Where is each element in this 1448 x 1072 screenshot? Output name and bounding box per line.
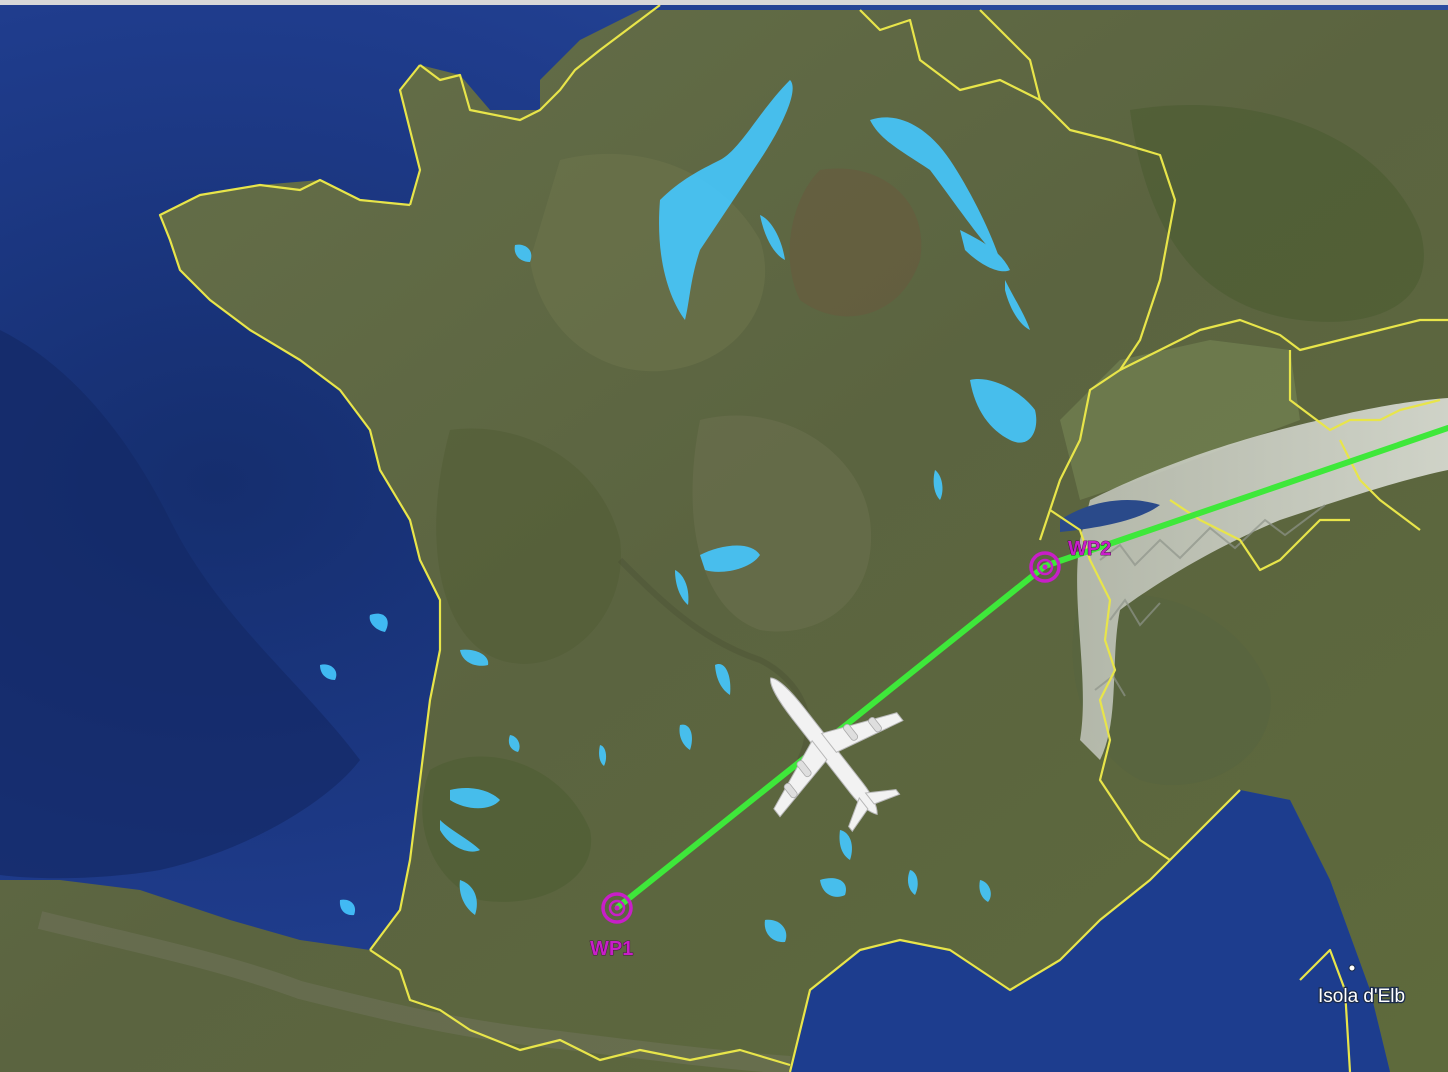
radar-cell: [460, 649, 489, 666]
radar-cell: [659, 80, 793, 320]
waypoint-wp1[interactable]: WP1: [590, 892, 634, 960]
radar-cell: [339, 899, 356, 916]
land-texture-2: [789, 168, 922, 317]
ocean-shelf-shadow: [0, 330, 360, 879]
place-label-isola-d-elba: Isola d'Elb: [1318, 986, 1405, 1007]
radar-cell: [933, 470, 943, 500]
waypoint-wp2[interactable]: WP2: [1029, 538, 1112, 583]
land-mainland: [0, 10, 1448, 1072]
radar-cell: [764, 919, 787, 943]
radar-cell: [715, 664, 731, 695]
radar-cell: [508, 735, 520, 752]
radar-cell: [675, 570, 689, 605]
radar-cell: [907, 870, 918, 895]
radar-cell: [450, 788, 500, 809]
radar-cell: [514, 244, 532, 262]
waypoint-label: WP1: [590, 938, 633, 960]
airplane-icon[interactable]: [709, 630, 938, 862]
route-segment-wp2-onward[interactable]: [1042, 425, 1448, 569]
radar-cell: [679, 724, 692, 750]
place-marker: [1348, 964, 1356, 972]
target-ring-icon[interactable]: [601, 892, 633, 924]
radar-cell: [599, 745, 607, 766]
land-texture-4: [692, 415, 872, 632]
radar-cell: [839, 830, 852, 860]
target-ring-icon[interactable]: [1029, 551, 1061, 583]
radar-cell: [970, 379, 1037, 443]
radar-cell: [979, 880, 991, 902]
waypoint-label: WP2: [1068, 538, 1111, 560]
relief-pyrenees: [37, 911, 791, 1072]
land-texture-3: [436, 428, 621, 664]
radar-overlay: [320, 80, 1037, 943]
land-swiss-plateau: [1060, 340, 1300, 500]
radar-cell: [1005, 280, 1030, 330]
land-texture-7: [1072, 594, 1271, 786]
lake-geneva: [1060, 500, 1160, 532]
radar-cell: [320, 664, 337, 680]
top-edge: [0, 0, 1448, 5]
alps-snow: [1077, 398, 1448, 760]
radar-cell: [700, 545, 760, 572]
radar-cell: [870, 117, 1000, 260]
radar-cell: [459, 880, 477, 915]
radar-cell: [760, 215, 785, 260]
land-texture-5: [1130, 105, 1424, 322]
radar-cell: [369, 613, 388, 632]
radar-cell: [440, 820, 480, 852]
radar-cell: [960, 230, 1010, 272]
radar-cell: [820, 878, 846, 897]
